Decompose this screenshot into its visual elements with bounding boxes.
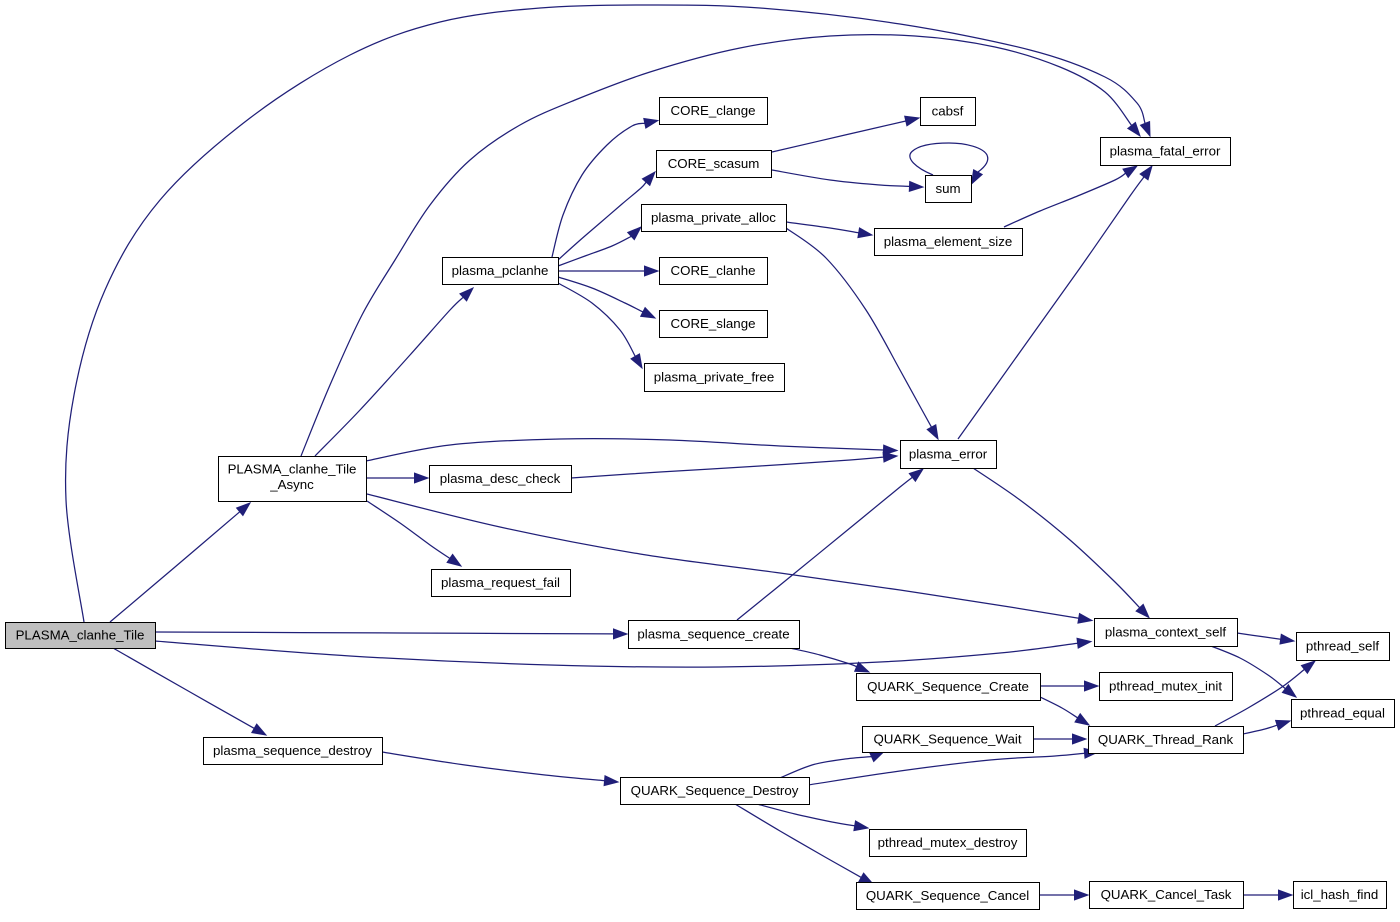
svg-text:plasma_sequence_create: plasma_sequence_create bbox=[637, 627, 789, 642]
svg-text:PLASMA_clanhe_Tile: PLASMA_clanhe_Tile bbox=[16, 628, 145, 643]
svg-text:PLASMA_clanhe_Tile: PLASMA_clanhe_Tile bbox=[228, 462, 357, 477]
svg-text:pthread_self: pthread_self bbox=[1306, 639, 1379, 654]
svg-text:plasma_request_fail: plasma_request_fail bbox=[441, 575, 560, 590]
svg-text:CORE_scasum: CORE_scasum bbox=[668, 156, 760, 171]
svg-text:cabsf: cabsf bbox=[932, 104, 964, 119]
svg-text:pthread_mutex_destroy: pthread_mutex_destroy bbox=[878, 835, 1018, 850]
svg-text:pthread_equal: pthread_equal bbox=[1300, 706, 1385, 721]
svg-text:plasma_pclanhe: plasma_pclanhe bbox=[452, 263, 549, 278]
svg-text:plasma_fatal_error: plasma_fatal_error bbox=[1110, 144, 1221, 159]
svg-text:plasma_context_self: plasma_context_self bbox=[1105, 625, 1227, 640]
svg-text:sum: sum bbox=[935, 181, 960, 196]
svg-text:QUARK_Cancel_Task: QUARK_Cancel_Task bbox=[1101, 887, 1232, 902]
svg-text:QUARK_Sequence_Cancel: QUARK_Sequence_Cancel bbox=[866, 888, 1029, 903]
svg-text:plasma_element_size: plasma_element_size bbox=[884, 234, 1013, 249]
svg-text:plasma_private_free: plasma_private_free bbox=[654, 370, 774, 385]
svg-text:CORE_clanhe: CORE_clanhe bbox=[671, 263, 756, 278]
svg-text:CORE_clange: CORE_clange bbox=[671, 103, 756, 118]
svg-text:icl_hash_find: icl_hash_find bbox=[1301, 887, 1379, 902]
svg-text:QUARK_Sequence_Wait: QUARK_Sequence_Wait bbox=[873, 732, 1021, 747]
svg-text:QUARK_Thread_Rank: QUARK_Thread_Rank bbox=[1098, 732, 1234, 747]
svg-text:QUARK_Sequence_Destroy: QUARK_Sequence_Destroy bbox=[631, 783, 799, 798]
svg-text:plasma_sequence_destroy: plasma_sequence_destroy bbox=[213, 743, 372, 758]
svg-text:_Async: _Async bbox=[269, 477, 314, 492]
svg-text:pthread_mutex_init: pthread_mutex_init bbox=[1109, 679, 1222, 694]
svg-text:plasma_desc_check: plasma_desc_check bbox=[440, 471, 561, 486]
svg-text:plasma_error: plasma_error bbox=[909, 447, 988, 462]
svg-text:QUARK_Sequence_Create: QUARK_Sequence_Create bbox=[867, 679, 1029, 694]
svg-text:plasma_private_alloc: plasma_private_alloc bbox=[651, 210, 776, 225]
svg-text:CORE_slange: CORE_slange bbox=[671, 316, 756, 331]
